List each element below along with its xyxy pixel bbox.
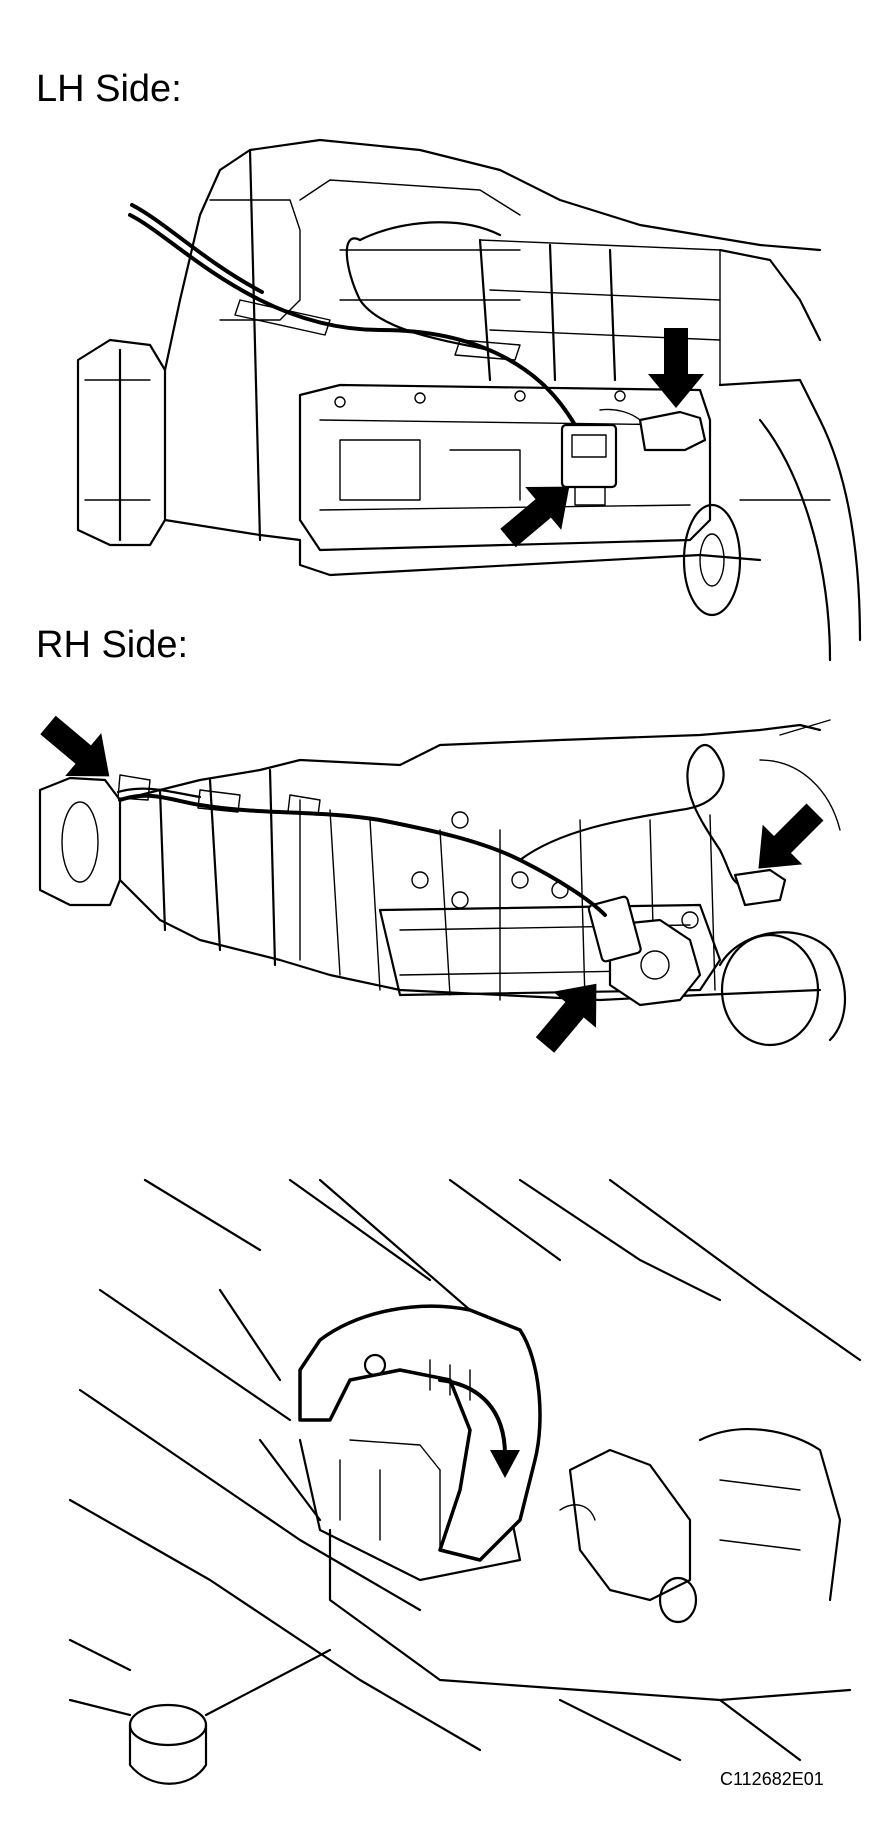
rh-speed-sensor bbox=[733, 868, 787, 907]
lh-transmission-drawing bbox=[76, 138, 862, 662]
rh-transmission-drawing bbox=[38, 719, 846, 1047]
lh-side-label: LH Side: bbox=[36, 68, 182, 110]
rh-arrow-switch-connector bbox=[523, 965, 618, 1063]
lh-solenoid-connector bbox=[560, 423, 618, 489]
rh-side-label: RH Side: bbox=[36, 624, 189, 666]
lh-speed-sensor-connector bbox=[638, 410, 707, 452]
lh-arrow-speed-sensor bbox=[648, 328, 704, 408]
figure-code: C112682E01 bbox=[720, 1769, 824, 1789]
closeup-connector-removal bbox=[68, 1178, 862, 1785]
closeup-connector bbox=[568, 1448, 692, 1602]
rh-arrow-front-connector bbox=[30, 703, 128, 798]
